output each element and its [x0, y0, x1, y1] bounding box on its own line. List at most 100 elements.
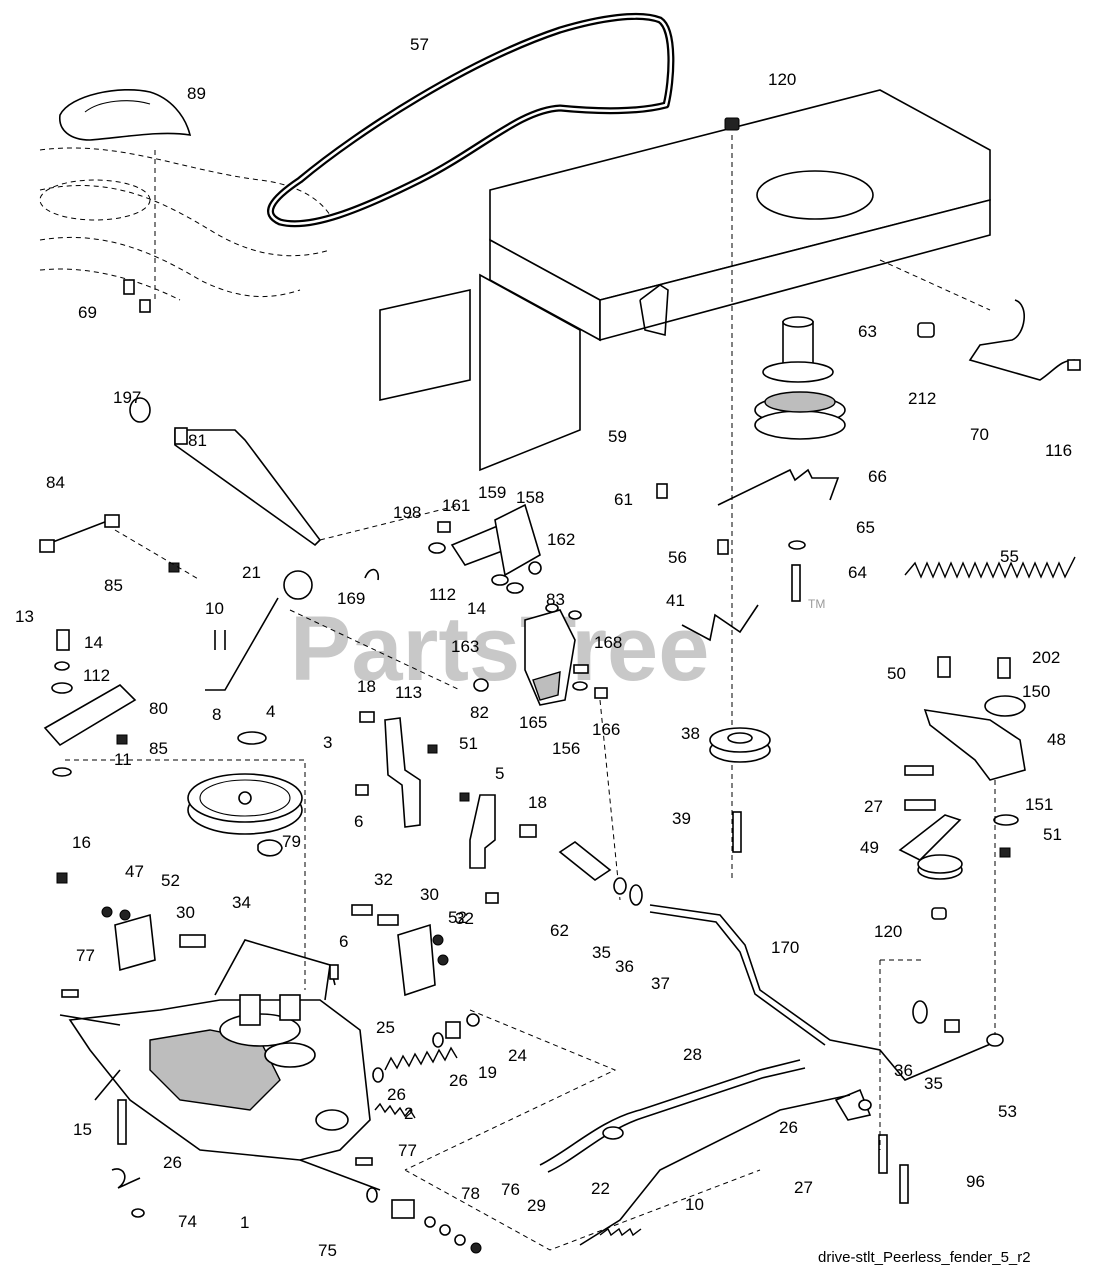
callout-82: 82	[470, 703, 489, 722]
callout-49: 49	[860, 838, 879, 857]
callout-165: 165	[519, 713, 547, 732]
callout-28: 28	[683, 1045, 702, 1064]
callout-10: 10	[205, 599, 224, 618]
part-77-key-lower	[355, 1157, 373, 1166]
callout-112: 112	[83, 666, 110, 685]
callout-34: 34	[232, 893, 251, 912]
callout-8: 8	[212, 705, 221, 724]
part-56-bolt	[717, 539, 729, 555]
callout-32: 32	[455, 909, 474, 928]
callout-19: 19	[478, 1063, 497, 1082]
callout-77: 77	[76, 946, 95, 965]
callout-112: 112	[429, 585, 456, 604]
part-55-spring	[904, 556, 1076, 579]
callout-65: 65	[856, 518, 875, 537]
callout-29: 29	[527, 1196, 546, 1215]
callout-79: 79	[282, 832, 301, 851]
callout-11: 11	[114, 750, 132, 769]
part-16-nut	[56, 872, 68, 884]
callout-169: 169	[337, 589, 365, 608]
callout-37: 37	[651, 974, 670, 993]
callout-198: 198	[393, 503, 421, 522]
callout-69: 69	[78, 303, 97, 322]
guide-lines	[65, 504, 621, 990]
callout-18: 18	[528, 793, 547, 812]
part-3-pulley	[187, 731, 303, 857]
part-64-bolt	[791, 564, 801, 602]
callout-116: 116	[1045, 441, 1072, 460]
frame	[379, 89, 991, 472]
callout-14: 14	[467, 599, 486, 618]
idler-bracket	[904, 656, 1026, 858]
callout-26: 26	[387, 1085, 406, 1104]
callout-89: 89	[187, 84, 206, 103]
part-15-bolt	[117, 1099, 127, 1145]
right-guide	[879, 780, 996, 1150]
part-57-belt	[267, 12, 675, 228]
callout-35: 35	[592, 943, 611, 962]
lower-guide	[404, 1009, 761, 1251]
callout-162: 162	[547, 530, 575, 549]
brake-bracket	[428, 503, 542, 594]
part-81-shift-rod	[129, 397, 322, 547]
part-82-pin	[473, 678, 489, 692]
callout-10: 10	[685, 1195, 704, 1214]
callout-113: 113	[395, 683, 422, 702]
callout-163: 163	[451, 637, 479, 656]
callout-120: 120	[874, 922, 902, 941]
right-mount-plate	[351, 904, 449, 997]
callout-25: 25	[376, 1018, 395, 1037]
callout-197: 197	[113, 388, 141, 407]
callout-36: 36	[894, 1061, 913, 1080]
part-120-nut	[724, 117, 740, 131]
callout-56: 56	[668, 548, 687, 567]
callout-41: 41	[666, 591, 685, 610]
callout-27: 27	[864, 797, 883, 816]
callout-52: 52	[161, 871, 180, 890]
callout-50: 50	[887, 664, 906, 683]
callout-59: 59	[608, 427, 627, 446]
callout-35: 35	[924, 1074, 943, 1093]
callout-158: 158	[516, 488, 544, 507]
callout-77: 77	[398, 1141, 417, 1160]
part-27-pin	[899, 1164, 909, 1204]
part-116-bolt	[1067, 359, 1081, 371]
callout-74: 74	[178, 1212, 197, 1231]
part-1-transaxle	[59, 994, 381, 1191]
callout-39: 39	[672, 809, 691, 828]
callout-120: 120	[768, 70, 796, 89]
callout-51: 51	[1043, 825, 1062, 844]
diagram-reference: drive-stlt_Peerless_fender_5_r2	[818, 1249, 1031, 1266]
callout-64: 64	[848, 563, 867, 582]
part-89-handle	[59, 89, 192, 141]
watermark-tm: TM	[808, 597, 825, 611]
callout-26: 26	[779, 1118, 798, 1137]
callout-66: 66	[868, 467, 887, 486]
callout-76: 76	[501, 1180, 520, 1199]
part-61-bolt	[656, 483, 668, 499]
callout-55: 55	[1000, 547, 1019, 566]
callout-13: 13	[15, 607, 34, 626]
callout-22: 22	[591, 1179, 610, 1198]
callout-51: 51	[459, 734, 478, 753]
callout-5: 5	[495, 764, 504, 783]
callout-78: 78	[461, 1184, 480, 1203]
callout-24: 24	[508, 1046, 527, 1065]
part-85-nut	[168, 562, 180, 573]
part-66-wire	[717, 468, 840, 506]
callout-57: 57	[410, 35, 429, 54]
callout-52: 52	[448, 908, 467, 927]
part-77-key	[61, 989, 79, 998]
part-38-idler	[709, 727, 771, 853]
callout-170: 170	[771, 938, 799, 957]
callout-4: 4	[266, 702, 275, 721]
callout-14: 14	[84, 633, 103, 652]
callout-47: 47	[125, 862, 144, 881]
callout-166: 166	[592, 720, 620, 739]
callout-48: 48	[1047, 730, 1066, 749]
callout-63: 63	[858, 322, 877, 341]
callout-16: 16	[72, 833, 91, 852]
watermark: PartsTree TM	[290, 597, 825, 700]
part-63-pulley	[754, 316, 846, 440]
callout-150: 150	[1022, 682, 1050, 701]
